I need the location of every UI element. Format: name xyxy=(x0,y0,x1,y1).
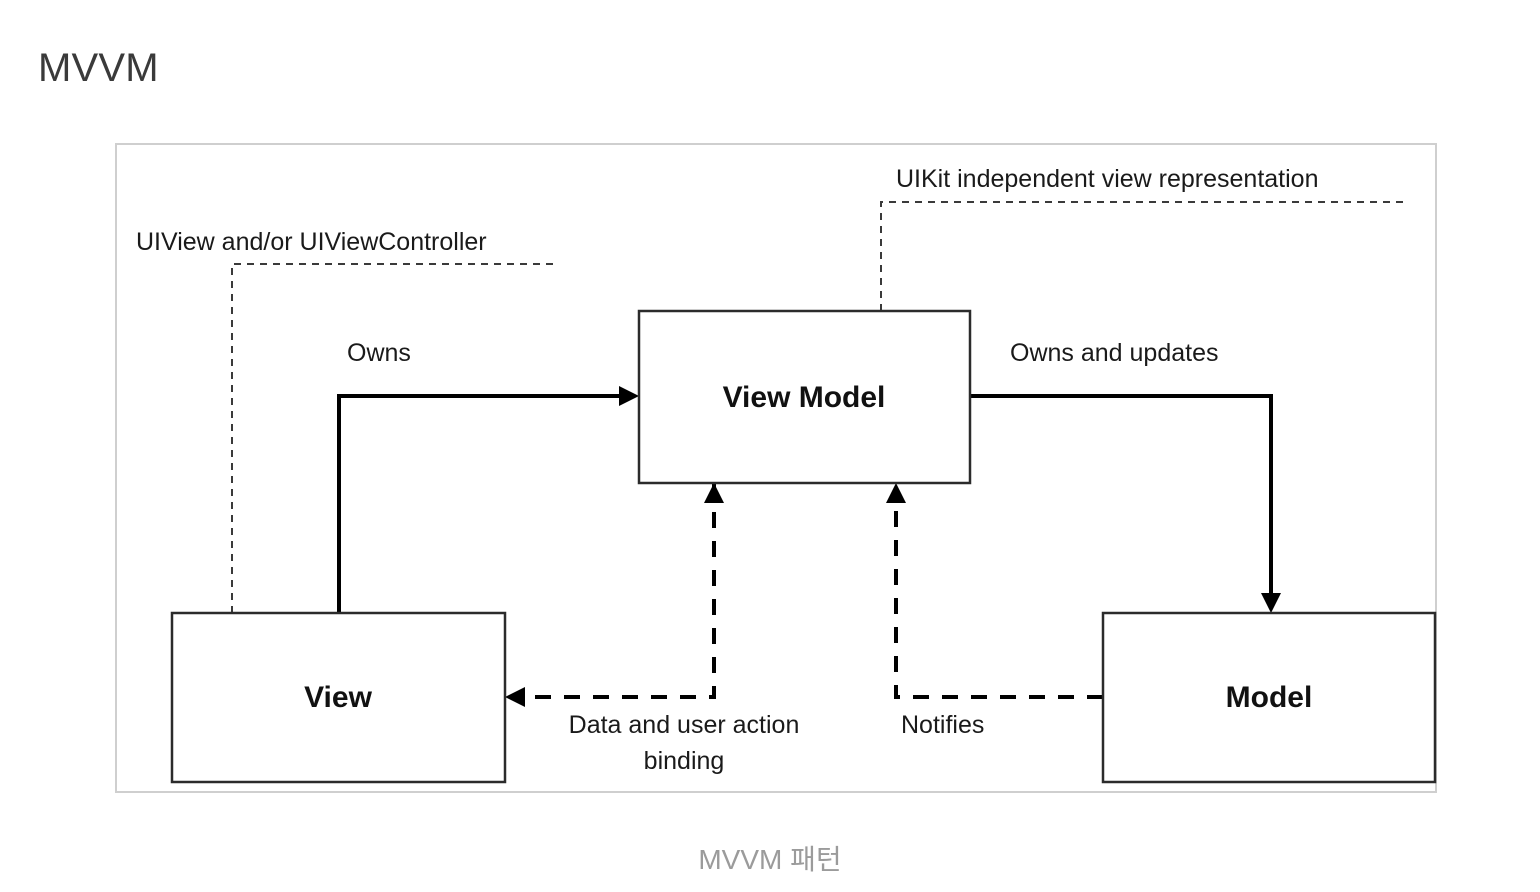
data-binding-edge-label-line2: binding xyxy=(644,747,725,775)
uikit-callout-label: UIKit independent view representation xyxy=(896,165,1319,193)
node-model[interactable] xyxy=(1101,611,1437,784)
diagram-caption: MVVM 패턴 xyxy=(698,844,842,875)
node-view-model-label: View Model xyxy=(723,381,886,414)
uiview-callout-line xyxy=(231,263,553,613)
node-view-model[interactable] xyxy=(637,309,972,485)
notifies-edge-line xyxy=(894,492,1103,699)
data-binding-vm-arrow-head xyxy=(704,483,724,503)
uikit-callout-line xyxy=(880,201,1406,311)
owns-arrow-head xyxy=(619,386,639,406)
notifies-arrow-head xyxy=(886,483,906,503)
owns-edge-line xyxy=(337,394,630,613)
data-binding-edge-label-line1: Data and user action xyxy=(569,711,800,739)
uiview-callout-label: UIView and/or UIViewController xyxy=(136,228,487,256)
owns-and-updates-edge-label: Owns and updates xyxy=(1010,339,1218,367)
owns-edge-label: Owns xyxy=(347,339,411,367)
node-model-label: Model xyxy=(1226,681,1313,714)
owns-and-updates-arrow-head xyxy=(1261,593,1281,613)
notifies-edge-label: Notifies xyxy=(901,711,984,739)
data-binding-edge-line xyxy=(514,483,716,699)
data-binding-arrow-head xyxy=(505,687,525,707)
node-view-label: View xyxy=(304,681,372,714)
page-title: MVVM xyxy=(38,46,159,90)
node-view[interactable] xyxy=(170,611,507,784)
owns-and-updates-edge-line xyxy=(970,394,1273,604)
